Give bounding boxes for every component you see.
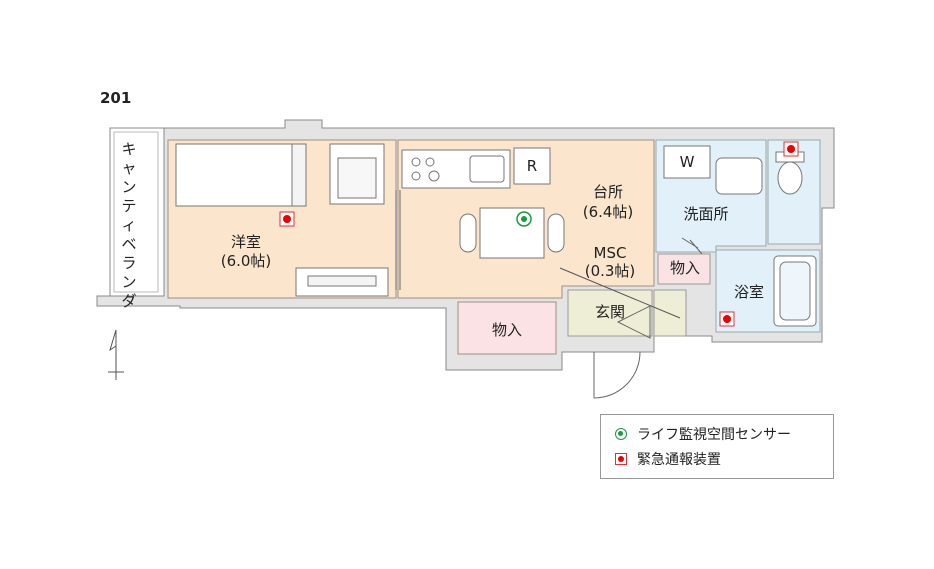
shoe-box [653,289,687,337]
sink [469,155,505,183]
western-room-size: (6.0帖) [220,252,272,270]
emergency-alarm-icon [279,211,295,227]
kitchen-name: 台所 [592,183,623,201]
stove-burner-icon [411,157,421,167]
emergency-alarm-icon [719,311,735,327]
washer-label: W [679,153,695,171]
legend-sensor-label: ライフ監視空間センサー [637,427,791,443]
legend-sensor: ライフ監視空間センサー [615,424,791,444]
storage-small [657,253,711,285]
bed [175,143,307,207]
washroom-name: 洗面所 [683,205,729,223]
legend-alarm: 緊急通報装置 [615,449,721,469]
kitchen-size: (6.4帖) [582,203,634,221]
life-sensor-icon [615,428,627,440]
wash-basin [715,157,763,195]
balcony-label: キ ャ ン テ ィ ベ ラ ン ダ [121,140,137,310]
legend: ライフ監視空間センサー 緊急通報装置 [600,414,834,479]
north-arrow-icon [108,329,124,380]
entrance-name: 玄関 [594,303,625,321]
furniture [175,143,389,297]
fridge [513,147,551,185]
kitchen-fixtures [401,147,565,259]
storage-main [457,301,557,355]
storage-main-name: 物入 [491,321,522,339]
western-room-name: 洋室 [230,233,261,251]
balcony [109,127,165,297]
msc-size: (0.3帖) [584,262,636,280]
fridge-label: R [526,157,538,175]
dining-table [479,207,545,259]
toilet-icon [777,161,803,195]
storage-small-name: 物入 [669,259,700,277]
washer [663,145,711,179]
msc-name: MSC [593,244,627,262]
emergency-alarm-icon [615,453,627,465]
life-sensor-icon [516,211,532,227]
doors [395,190,703,399]
emergency-alarm-icon [783,141,799,157]
entrance-area [567,289,653,337]
washroom-fixtures [663,145,817,327]
legend-alarm-label: 緊急通報装置 [637,452,721,468]
unit-number: 201 [100,89,132,107]
bath-name: 浴室 [733,283,764,301]
